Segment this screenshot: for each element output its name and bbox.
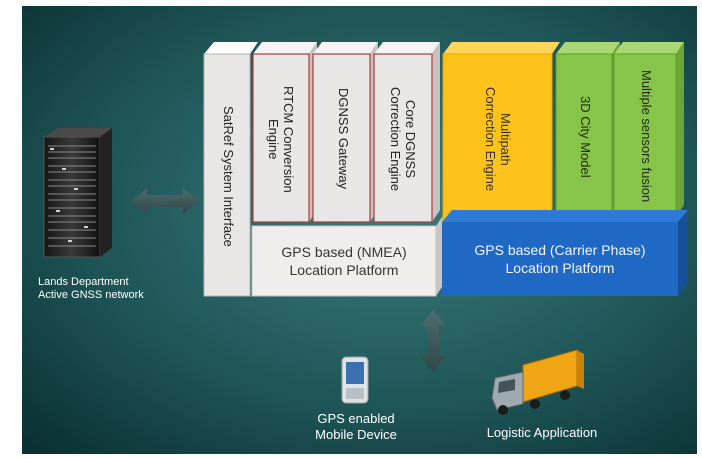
multipath-block [442, 42, 560, 223]
core-block [373, 42, 440, 223]
mobile-device-icon [341, 356, 369, 404]
truck-icon [491, 349, 584, 415]
satref-label: SatRef System Interface [221, 105, 236, 247]
nmea-platform-label: GPS based (NMEA) Location Platform [281, 244, 407, 278]
logistic-label: Logistic Application [486, 425, 598, 440]
carrier-platform-label: GPS based (Carrier Phase) Location Platf… [474, 242, 646, 276]
server-rack-icon [43, 128, 112, 258]
network-label: Lands Department Active GNSS network [38, 276, 144, 301]
core-label: Core DGNSS Correction Engine [388, 86, 418, 192]
rtcm-label: RTCM Conversion Engine [266, 85, 296, 193]
multipath-label: Multipath Correction Engine [483, 86, 513, 192]
satref-block [203, 42, 258, 297]
city-model-label: 3D City Model [578, 95, 593, 178]
sensors-label: Multiple sensors fusion [639, 70, 654, 203]
carrier-platform-block [442, 210, 688, 296]
double-arrow-horizontal-icon [131, 188, 199, 214]
mobile-device-label: GPS enabled Mobile Device [315, 411, 397, 442]
double-arrow-vertical-icon [420, 310, 446, 372]
sensors-block [613, 42, 684, 218]
dgnss-label: DGNSS Gateway [336, 88, 351, 190]
